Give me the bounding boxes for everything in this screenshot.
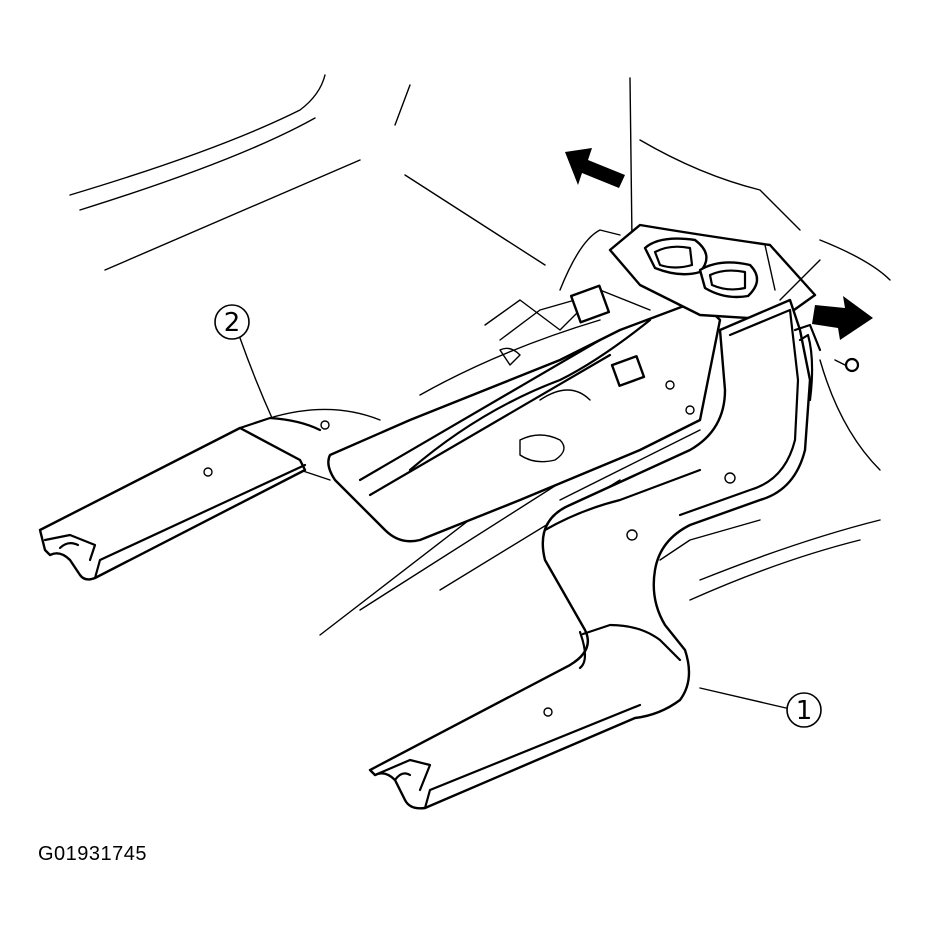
callout-2-leader xyxy=(239,337,273,419)
callout-2: 2 xyxy=(214,304,250,340)
front-floor-duct xyxy=(38,408,381,581)
center-tunnel xyxy=(327,229,722,543)
figure-id: G01931745 xyxy=(38,843,148,865)
callout-1-leader xyxy=(699,687,787,709)
rear-floor-duct xyxy=(368,298,860,810)
arrow-right xyxy=(812,296,873,340)
callout-1: 1 xyxy=(786,692,822,728)
arrow-upper-left xyxy=(565,148,625,188)
callout-1-label: 1 xyxy=(796,696,813,726)
callout-2-label: 2 xyxy=(224,308,241,338)
